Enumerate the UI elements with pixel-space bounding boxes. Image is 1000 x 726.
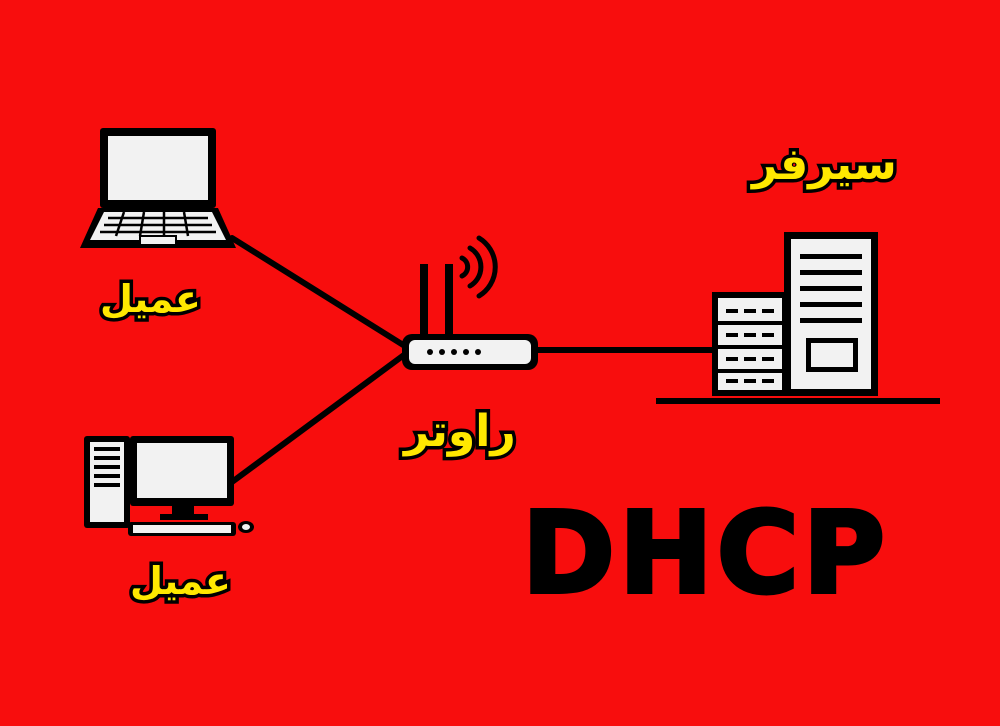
server-label: سيرفر <box>749 139 901 190</box>
router-label: راوتر <box>401 406 520 457</box>
client-laptop-label: عميل <box>97 277 205 322</box>
laptop-icon <box>80 128 236 248</box>
link-laptop-router <box>229 235 411 351</box>
wifi-router-icon <box>402 235 538 370</box>
link-desktop-router <box>229 349 411 485</box>
client-desktop-label: عميل <box>127 559 235 604</box>
server-icon <box>656 232 940 404</box>
desktop-computer-icon <box>84 436 254 536</box>
dhcp-title: DHCP <box>520 489 889 619</box>
connections <box>229 235 719 485</box>
